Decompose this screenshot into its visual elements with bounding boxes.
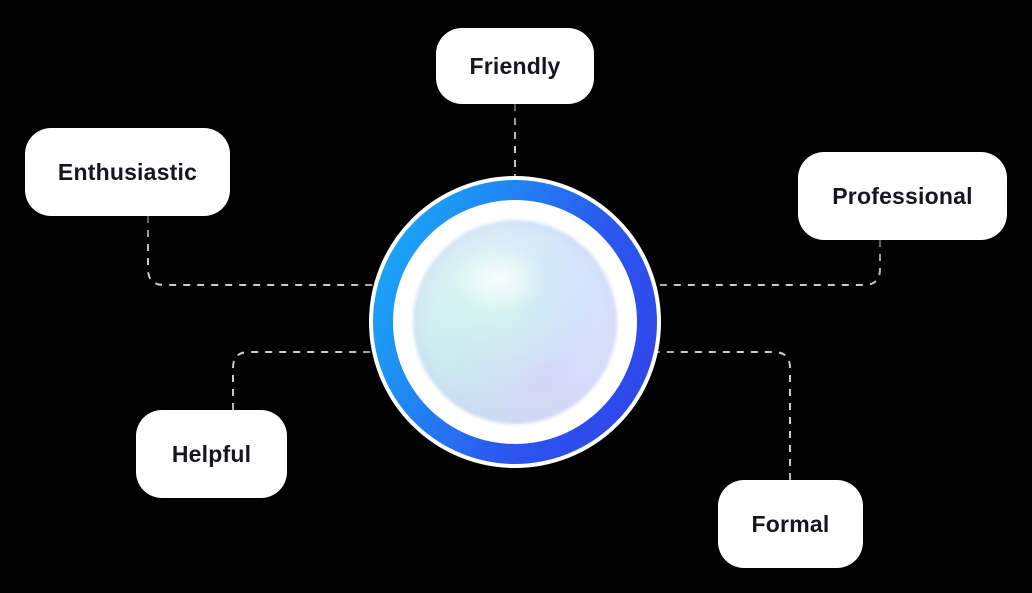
- tone-card-helpful-label: Helpful: [171, 440, 252, 467]
- tone-card-formal-label: Formal: [751, 510, 830, 537]
- tone-card-friendly-label: Friendly: [469, 52, 561, 79]
- tone-card-enthusiastic[interactable]: Enthusiastic: [25, 128, 230, 216]
- tone-card-professional[interactable]: Professional: [798, 152, 1007, 240]
- connector-enthusiastic: [147, 216, 380, 286]
- ai-orb: [369, 176, 661, 468]
- ai-orb-core: [413, 220, 617, 424]
- connector-professional: [651, 240, 881, 286]
- tone-card-professional-label: Professional: [832, 182, 973, 209]
- connector-helpful: [232, 351, 377, 410]
- connector-formal: [654, 351, 791, 480]
- tone-card-enthusiastic-label: Enthusiastic: [57, 158, 198, 185]
- tone-card-friendly[interactable]: Friendly: [436, 28, 594, 104]
- tone-card-formal[interactable]: Formal: [718, 480, 863, 568]
- tone-card-helpful[interactable]: Helpful: [136, 410, 287, 498]
